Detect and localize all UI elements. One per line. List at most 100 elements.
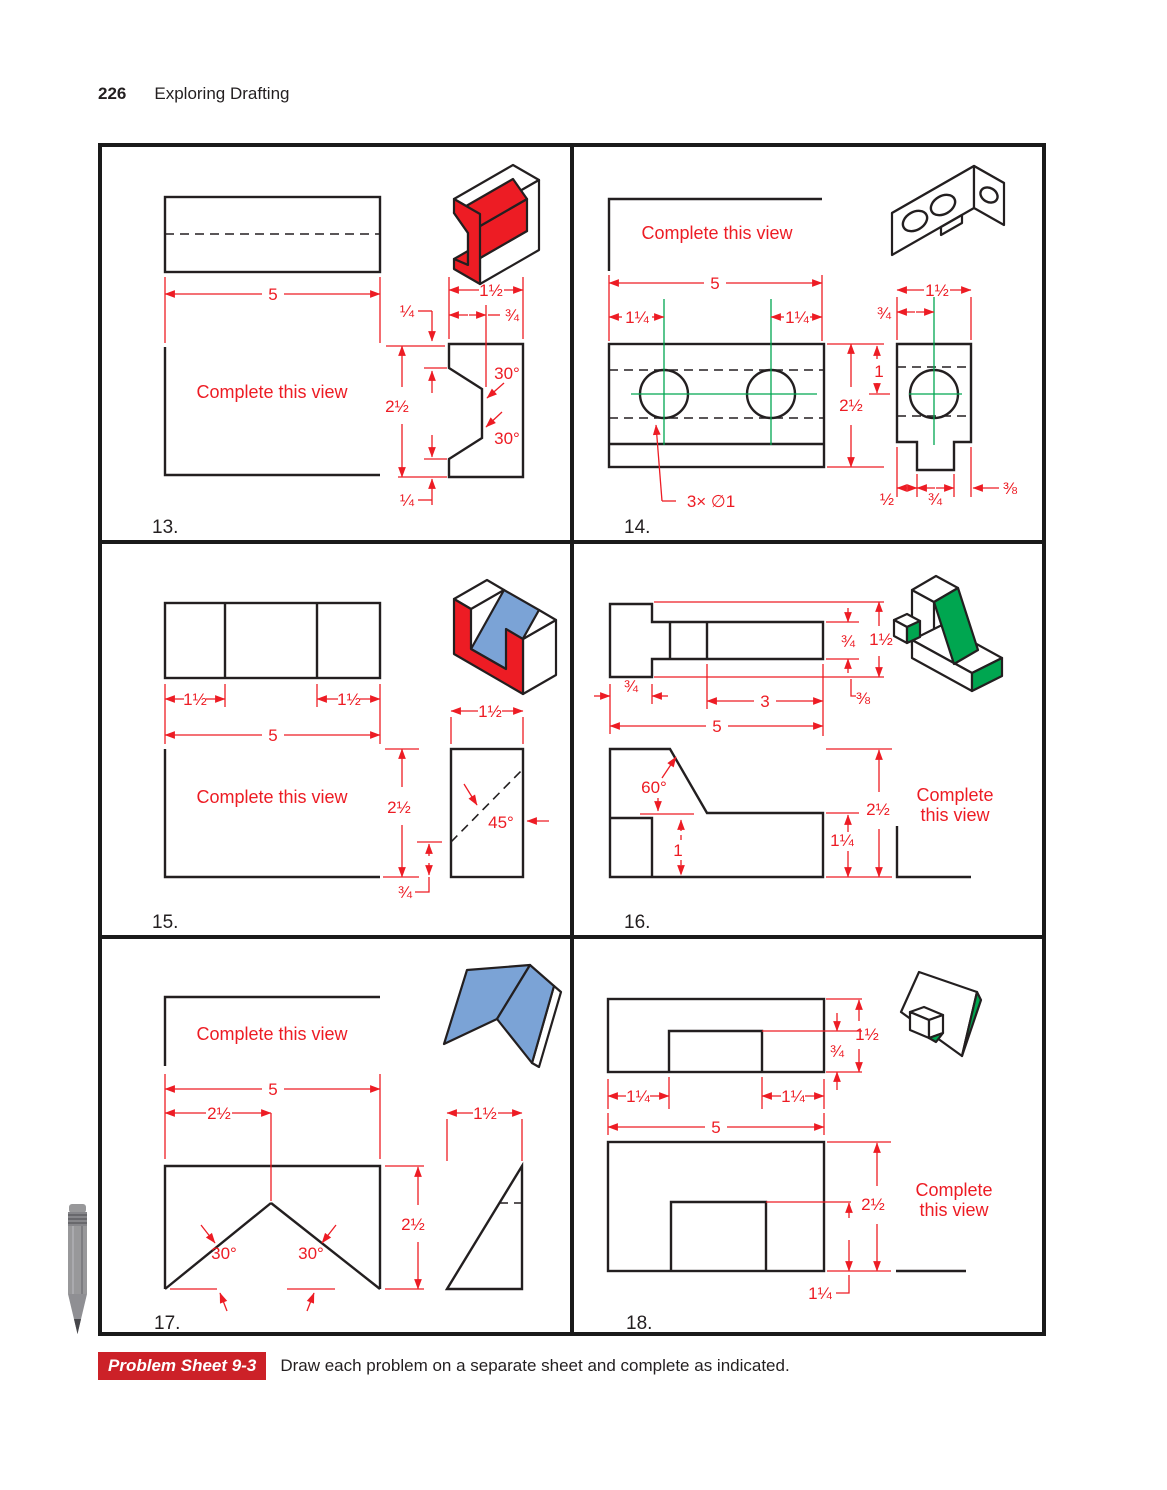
p15-dim-height: 2½ [387,798,411,817]
problem-16-cell: ¾ 1½ ⅜ ¾ 3 5 60° 1 1¼ 2½ Complete this v… [594,574,1004,933]
p15-dim-side-width: 1½ [478,702,502,721]
p13-dim-side-width: 1½ [479,281,503,300]
p16-front-view [608,747,825,879]
p14-dim-notch-left: ½ [880,490,894,509]
problem-17-cell: Complete this view 5 2½ 30° 30° 2½ 1½ 17… [154,963,563,1332]
problem-18-cell: 1½ ¾ 1¼ 1¼ 5 2½ 1¼ Complete this view 18… [606,970,993,1332]
p16-dim-end-height: 1½ [869,630,893,649]
p17-number: 17. [154,1313,180,1332]
p18-number: 18. [626,1313,652,1332]
p16-side-view-incomplete [895,826,971,879]
p14-dim-overall-width: 5 [710,274,719,293]
p17-dim-side-width: 1½ [473,1104,497,1123]
p13-dim-overall-width: 5 [268,285,277,304]
p15-dim-seg-left: 1½ [183,690,207,709]
p18-dim-inner: 1¼ [808,1284,832,1303]
problem-15-cell: 1½ 1½ 5 Complete this view 2½ ¾ 1½ 45° 1… [152,578,558,933]
p16-isometric-view [892,574,1004,693]
p16-dim-foot: 1¼ [830,831,854,850]
grid-divider-horizontal-1 [102,540,1042,544]
p18-dim-height: 2½ [861,1195,885,1214]
p14-dim-hole-depth: 1 [874,362,883,381]
p17-complete-label: Complete this view [196,1024,348,1044]
p13-side-view [447,342,525,479]
p17-angle-right: 30° [298,1244,324,1263]
p13-angle-lower: 30° [494,429,520,448]
p13-angle-upper: 30° [494,364,520,383]
p15-dim-seg-right: 1½ [337,690,361,709]
p16-dim-height: 2½ [866,800,890,819]
problem-sheet-badge: Problem Sheet 9-3 [98,1352,267,1380]
p18-front-view [606,1140,826,1273]
p14-top-view-incomplete [607,197,822,271]
p13-front-view-incomplete [163,347,380,477]
p18-dim-offset-left: 1¼ [626,1087,650,1106]
grid-divider-horizontal-2 [102,935,1042,939]
p17-side-view [444,1161,524,1291]
p17-top-view-incomplete [163,995,380,1066]
p17-dim-peak: 2½ [207,1104,231,1123]
p18-isometric-view [899,970,983,1058]
p16-dim-angle: 60° [641,778,667,797]
p15-top-view [163,601,382,680]
p14-dim-hole-left: 1¼ [625,308,649,327]
p14-dim-notch-right: ⅜ [1003,479,1018,498]
footer-caption: Problem Sheet 9-3 Draw each problem on a… [98,1352,790,1380]
p14-complete-label: Complete this view [641,223,793,243]
pencil-icon [68,1204,87,1334]
p15-complete-label: Complete this view [196,787,348,807]
p16-dim-tab: ¾ [624,677,639,696]
p14-holes-note: 3× ∅1 [687,492,735,511]
p15-dim-base: ¾ [398,883,413,902]
page-number: 226 [98,84,127,103]
p16-dim-overall: 5 [712,717,721,736]
p13-dim-height: 2½ [385,397,409,416]
p15-dim-angle: 45° [488,813,514,832]
p17-dim-height: 2½ [401,1215,425,1234]
p13-number: 13. [152,517,178,538]
p14-dim-notch-width: ¾ [928,490,943,509]
p15-dim-overall: 5 [268,726,277,745]
p18-complete-line2: this view [919,1200,989,1220]
problem-14-cell: Complete this view 5 1¼ 1¼ 2½ 1 3× ∅1 1½ [607,164,1018,538]
p14-front-view [607,342,826,469]
p16-dim-mid: 3 [760,692,769,711]
p15-isometric-view [452,578,558,696]
footer-instruction: Draw each problem on a separate sheet an… [280,1356,790,1375]
p14-dim-hole-right: 1¼ [785,308,809,327]
p16-number: 16. [624,912,650,933]
p18-dim-overall: 5 [711,1118,720,1137]
p18-top-view [606,997,826,1074]
p16-complete-line1: Complete [916,785,993,805]
p13-dim-flange-top: ¼ [400,302,415,321]
p15-hidden-diagonal [450,768,524,843]
p18-dim-offset-right: 1¼ [781,1087,805,1106]
p18-complete-line1: Complete [915,1180,992,1200]
p14-dim-side-center: ¾ [877,304,892,323]
p14-number: 14. [624,517,650,538]
p15-side-view [449,747,525,879]
p14-dim-height: 2½ [839,396,863,415]
p17-dim-overall: 5 [268,1080,277,1099]
p14-dim-side-width: 1½ [925,281,949,300]
problem-13-cell: 5 1½ ¾ ¼ 2½ ¼ 30° 30° Complete this view [152,163,541,538]
problem-grid: 5 1½ ¾ ¼ 2½ ¼ 30° 30° Complete this view [98,143,1046,1336]
p18-dim-notch-depth: ¾ [830,1042,845,1061]
p13-complete-label: Complete this view [196,382,348,402]
p15-front-view-incomplete [163,749,380,879]
p17-isometric-view [442,963,563,1069]
p17-front-view [163,1164,382,1289]
p13-dim-flange-bottom: ¼ [400,491,415,510]
p14-isometric-view [890,164,1006,257]
p13-isometric-view [452,163,541,286]
book-title: Exploring Drafting [154,84,290,103]
p17-angle-left: 30° [211,1244,237,1263]
p16-dim-strip: ¾ [841,632,856,651]
p16-top-view [608,602,825,679]
grid-divider-vertical [570,147,574,1332]
p15-number: 15. [152,912,178,933]
p18-dim-end-height: 1½ [855,1025,879,1044]
p16-dim-offset: ⅜ [856,689,871,708]
p16-complete-line2: this view [920,805,990,825]
